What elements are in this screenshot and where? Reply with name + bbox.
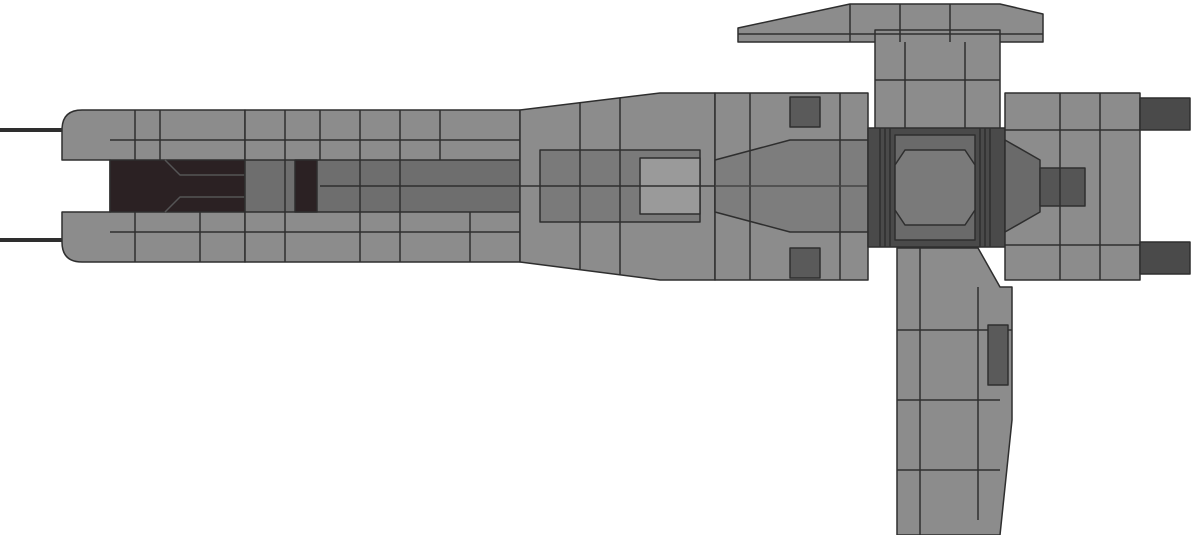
hull-panel — [894, 149, 976, 226]
aft-hull — [1004, 92, 1141, 281]
hull-panel — [1004, 139, 1041, 233]
hull-panel — [789, 247, 821, 279]
aft-mid-hull — [714, 92, 869, 281]
engine-ring — [867, 127, 1006, 248]
forward-hull — [61, 109, 246, 263]
thrusters — [1139, 97, 1191, 275]
hull-panel — [789, 96, 821, 128]
hull-panel — [164, 159, 245, 213]
hull-panel — [0, 3, 1191, 535]
top-wing — [737, 3, 1044, 131]
bottom-wing — [896, 247, 1013, 535]
hull-panel — [294, 159, 318, 213]
taper-hull — [519, 92, 716, 281]
mid-hull — [244, 109, 521, 263]
hull-panel — [896, 247, 1013, 535]
hull-panel — [987, 324, 1009, 386]
front-prongs — [0, 128, 62, 242]
hull-panel — [1139, 241, 1191, 275]
hull-panel — [1039, 167, 1086, 207]
hull-panel — [1139, 97, 1191, 131]
hull-panel — [109, 159, 246, 213]
